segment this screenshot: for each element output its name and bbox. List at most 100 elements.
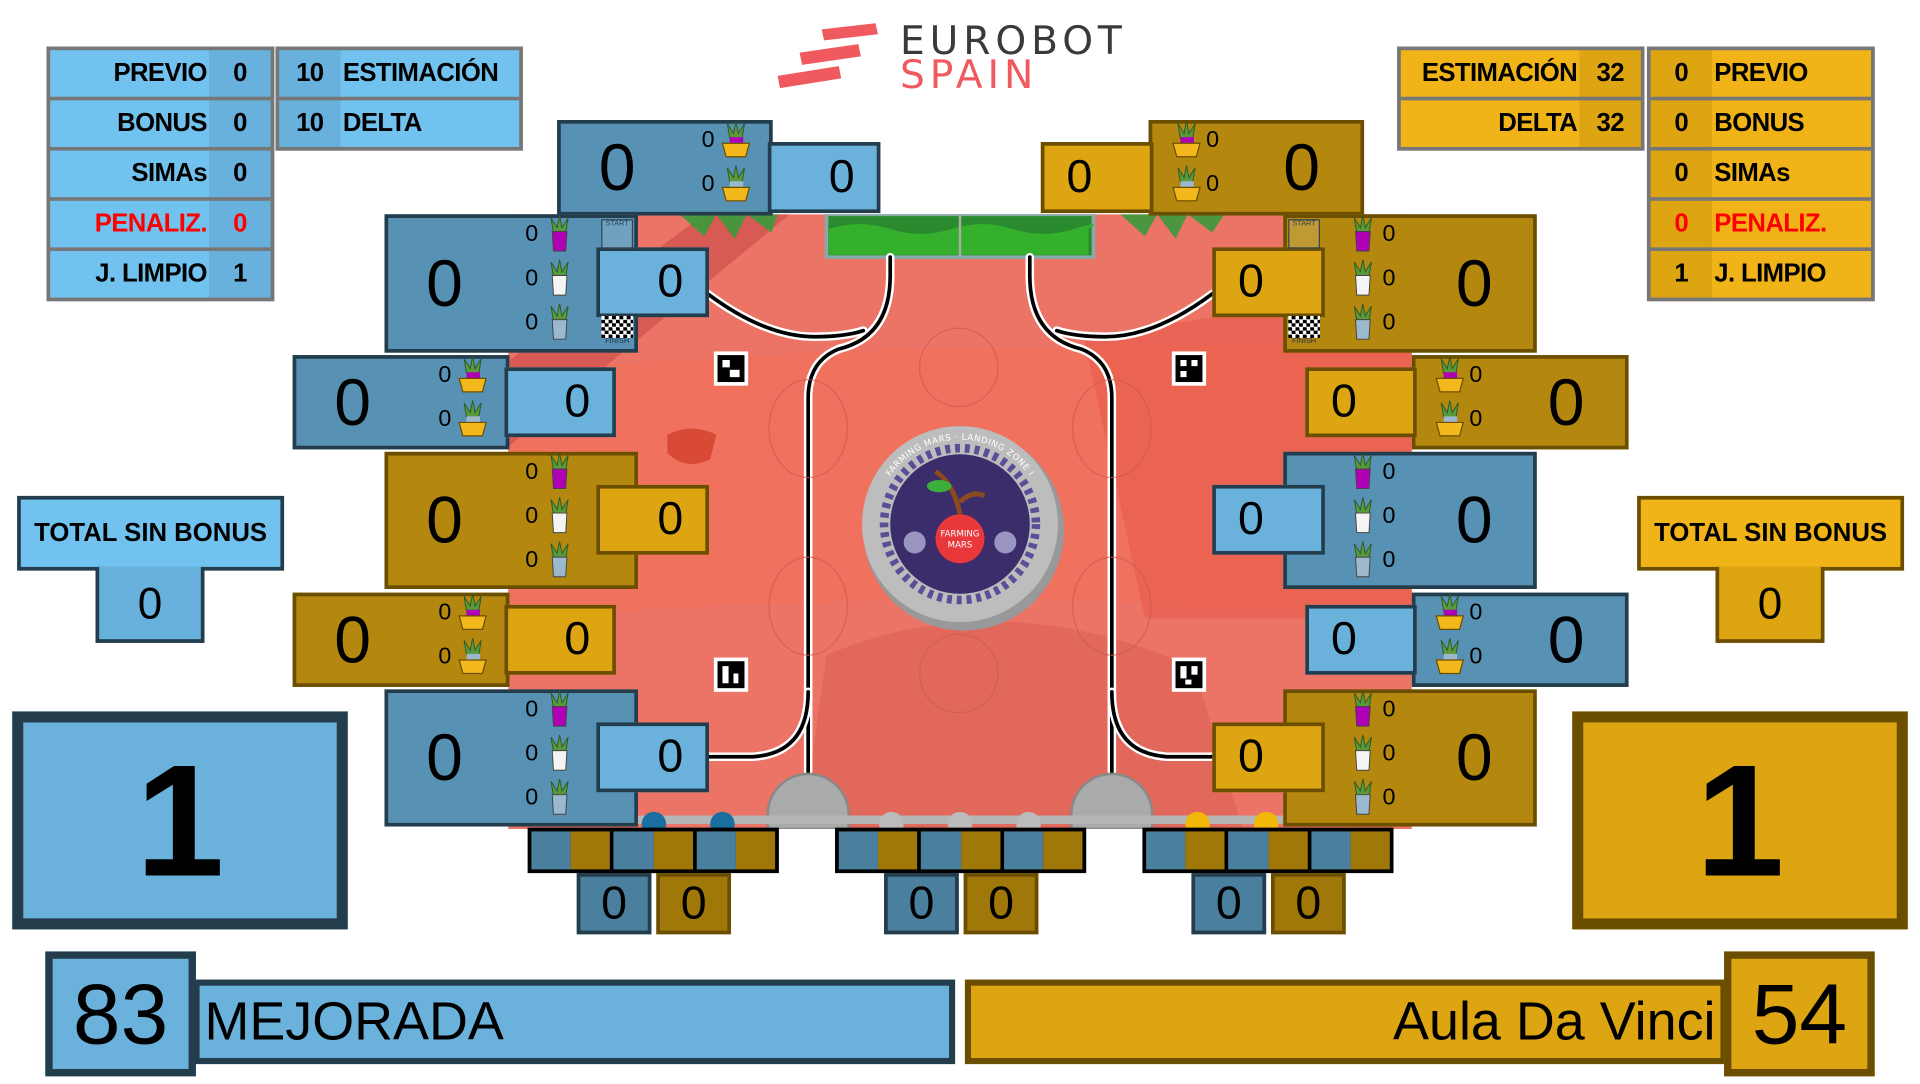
finish-flag-icon	[601, 315, 634, 348]
gold-total-sin-bonus: TOTAL SIN BONUS 0	[1637, 495, 1905, 643]
zone-counter: 0	[438, 644, 452, 670]
gold-team-score: 54	[1724, 951, 1875, 1077]
zone-counter: 0	[438, 362, 452, 389]
tray-grey-plant-icon	[720, 165, 752, 202]
grey-plant-icon	[1347, 541, 1379, 578]
zone-big-value: 0	[1547, 365, 1585, 439]
white-plant-icon	[544, 259, 576, 297]
logo-mark-icon	[777, 23, 878, 89]
zone-big-value: 0	[1455, 483, 1493, 558]
zone-panel	[384, 689, 638, 827]
value: 10	[279, 50, 341, 97]
solar-panel-strip	[835, 827, 1087, 874]
zone-light-value: 0	[1040, 142, 1154, 214]
zone-light-value: 0	[1305, 604, 1417, 675]
tray-grey-plant-icon	[457, 637, 489, 675]
zone-light-value: 0	[1305, 367, 1417, 438]
solar-panel-cell	[1146, 831, 1225, 870]
eurobot-logo: EUROBOT SPAIN	[775, 17, 1155, 98]
zone-counter: 0	[525, 221, 539, 248]
purple-plant-icon	[1347, 690, 1379, 728]
label: J. LIMPIO	[50, 251, 210, 298]
label: ESTIMACIÓN	[1400, 50, 1580, 97]
zone-counter: 0	[1382, 309, 1396, 336]
white-plant-icon	[544, 734, 576, 772]
gold-big-value: 1	[1572, 711, 1908, 930]
zone-counter: 0	[1382, 696, 1396, 723]
zone-counter: 0	[701, 171, 715, 198]
white-plant-icon	[1347, 497, 1379, 534]
zone-big-value: 0	[1547, 603, 1585, 677]
blue-total-sin-bonus-value: 0	[95, 566, 205, 643]
tray-grey-plant-icon	[1434, 400, 1466, 437]
blue-total-sin-bonus: TOTAL SIN BONUS 0	[17, 495, 285, 643]
label: PENALIZ.	[1711, 200, 1872, 248]
zone-counter: 0	[1206, 171, 1220, 198]
solar-panel-cell	[613, 831, 693, 870]
gold-total-sin-bonus-label: TOTAL SIN BONUS	[1637, 495, 1905, 571]
zone-big-value: 0	[334, 603, 372, 677]
solar-panel-cell	[1311, 831, 1390, 870]
purple-plant-icon	[1347, 215, 1379, 253]
solar-panel-strip	[527, 827, 779, 874]
solar-blue-count: 0	[576, 873, 652, 935]
zone-counter: 0	[525, 309, 539, 336]
aruco-marker-icon	[713, 351, 1207, 692]
solar-blue-count: 0	[1191, 873, 1267, 935]
tray-purple-plant-icon	[1434, 356, 1466, 393]
label: ESTIMACIÓN	[340, 50, 520, 97]
tray-grey-plant-icon	[457, 400, 489, 437]
zone-counter: 0	[1469, 362, 1483, 389]
value: 1	[209, 251, 271, 298]
landing-zone-medallion-icon: FARMING MARS FARMING MARS · LANDING ZONE…	[862, 426, 1065, 631]
tray-grey-plant-icon	[1434, 637, 1466, 675]
finish-label: FINISH	[1292, 337, 1317, 346]
tray-purple-plant-icon	[457, 356, 489, 393]
zone-big-value: 0	[426, 483, 463, 558]
label: BONUS	[50, 100, 210, 147]
blue-big-value: 1	[12, 711, 348, 930]
zone-light-value: 0	[504, 367, 616, 438]
zone-counter: 0	[438, 600, 452, 626]
label: DELTA	[340, 100, 520, 147]
value: 10	[279, 100, 341, 147]
solar-blue-count: 0	[884, 873, 959, 935]
zone-counter: 0	[525, 547, 539, 574]
grey-plant-icon	[1347, 303, 1379, 341]
label: PREVIO	[50, 50, 210, 97]
solar-panel-cell	[921, 831, 1001, 870]
value: 0	[209, 150, 271, 198]
value: 0	[1650, 50, 1712, 97]
label: BONUS	[1711, 100, 1872, 147]
tray-purple-plant-icon	[1171, 121, 1203, 158]
zone-counter: 0	[1469, 600, 1483, 626]
tray-grey-plant-icon	[1171, 165, 1203, 202]
zone-panel	[1283, 214, 1537, 353]
zone-counter: 0	[525, 696, 539, 723]
white-plant-icon	[1347, 734, 1379, 772]
tray-purple-plant-icon	[720, 121, 752, 158]
white-plant-icon	[1347, 259, 1379, 297]
zone-counter: 0	[525, 784, 539, 811]
solar-panel-cell	[696, 831, 776, 870]
zone-counter: 0	[1382, 547, 1396, 574]
logo-line1: EUROBOT	[900, 17, 1127, 64]
value: 32	[1579, 50, 1641, 97]
blue-penaliz-row: PENALIZ.0	[50, 200, 271, 248]
solar-panel-strip	[1142, 827, 1394, 874]
zone-panel	[384, 214, 638, 353]
zone-light-value: 0	[596, 484, 709, 555]
solar-gold-count: 0	[963, 873, 1039, 935]
